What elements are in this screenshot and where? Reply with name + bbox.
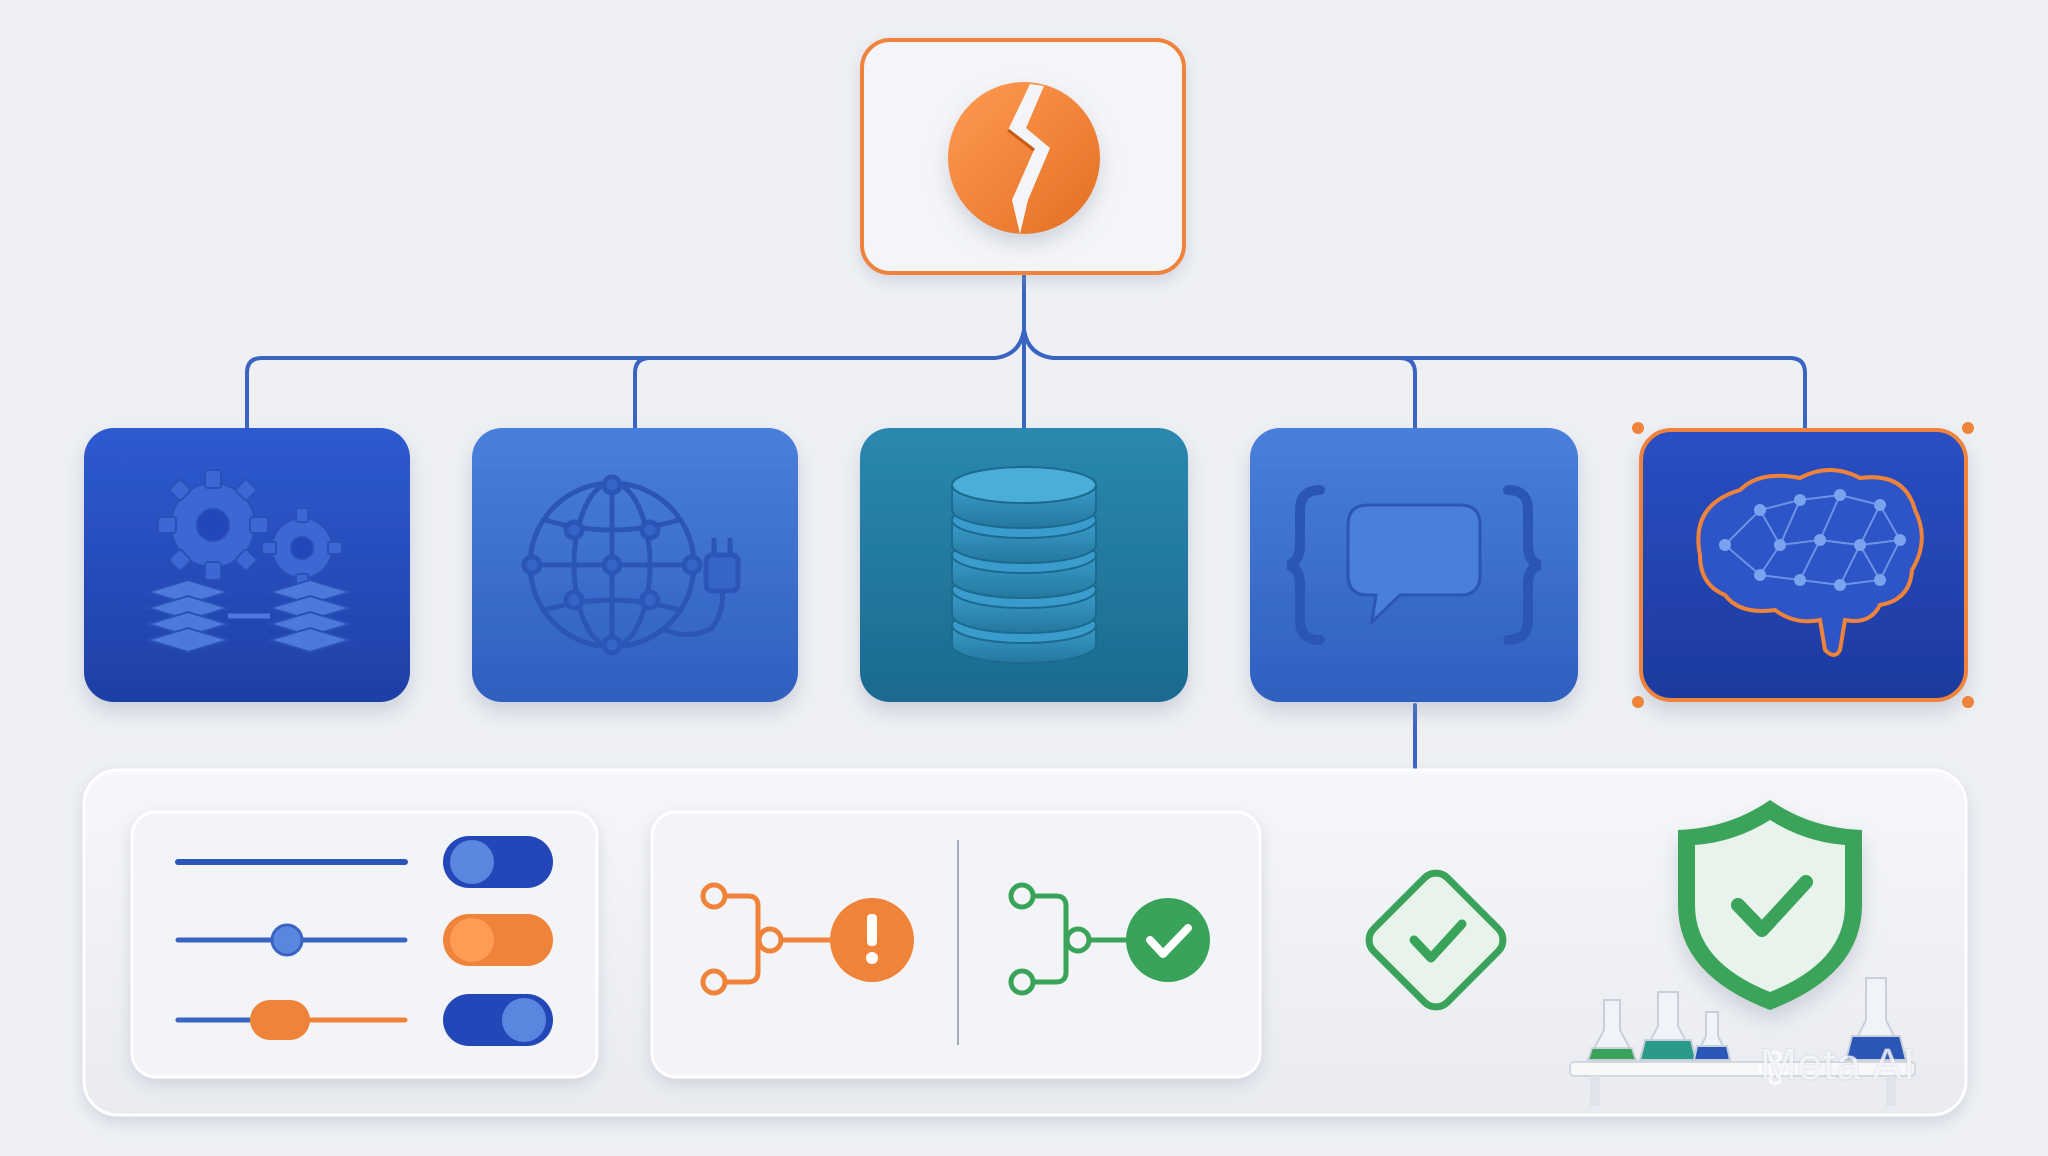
neural-brain-icon — [1696, 468, 1924, 657]
crack-circle-icon — [948, 82, 1100, 234]
toggle-icon — [443, 836, 553, 1046]
meta-ai-logo-icon — [1758, 1050, 1792, 1086]
slider-icon — [175, 859, 408, 1040]
diamond-check-icon — [1365, 869, 1507, 1011]
flask-icon — [1569, 977, 1916, 1106]
flow-card — [650, 810, 1262, 1079]
shield-check-icon — [1678, 800, 1862, 1010]
database-icon — [951, 466, 1097, 664]
globe-plug-icon — [521, 474, 741, 656]
branch-check-icon — [1008, 882, 1210, 996]
gears-layers-icon — [144, 469, 354, 654]
branch-alert-icon — [700, 882, 914, 996]
watermark-text: Meta AI — [1760, 1040, 1917, 1089]
code-chat-icon — [1286, 485, 1542, 645]
selection-handles — [1632, 422, 1974, 708]
